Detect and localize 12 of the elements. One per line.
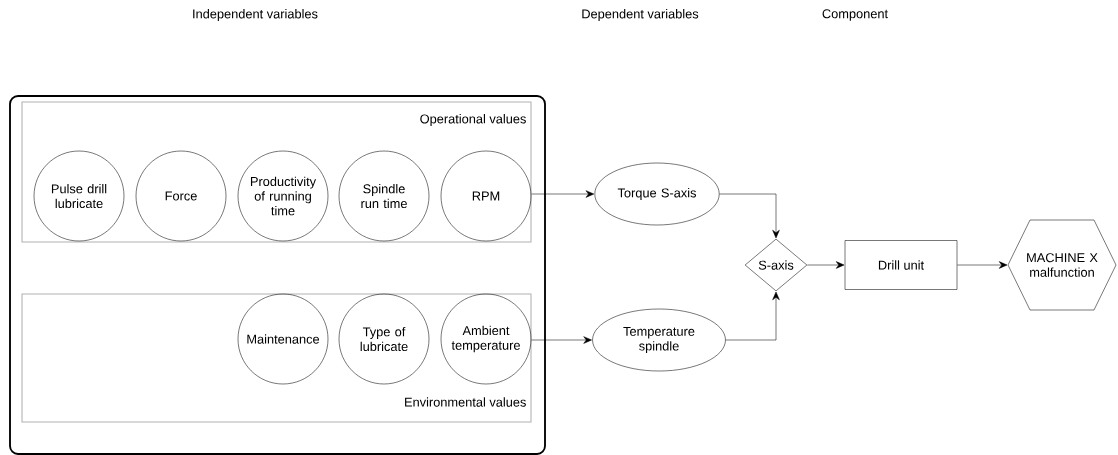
result-hexagon: MACHINE X malfunction (1007, 219, 1117, 311)
arrow (531, 190, 595, 198)
arrow (719, 193, 780, 239)
process-box: Drill unit (844, 240, 958, 290)
column-heading: Independent variables (193, 9, 318, 21)
arrow (725, 291, 780, 341)
column-heading: Component (822, 9, 888, 21)
arrow (807, 261, 845, 269)
container-box (9, 95, 546, 455)
column-heading: Dependent variables (582, 9, 699, 21)
arrow (531, 336, 592, 344)
arrow (957, 261, 1008, 269)
